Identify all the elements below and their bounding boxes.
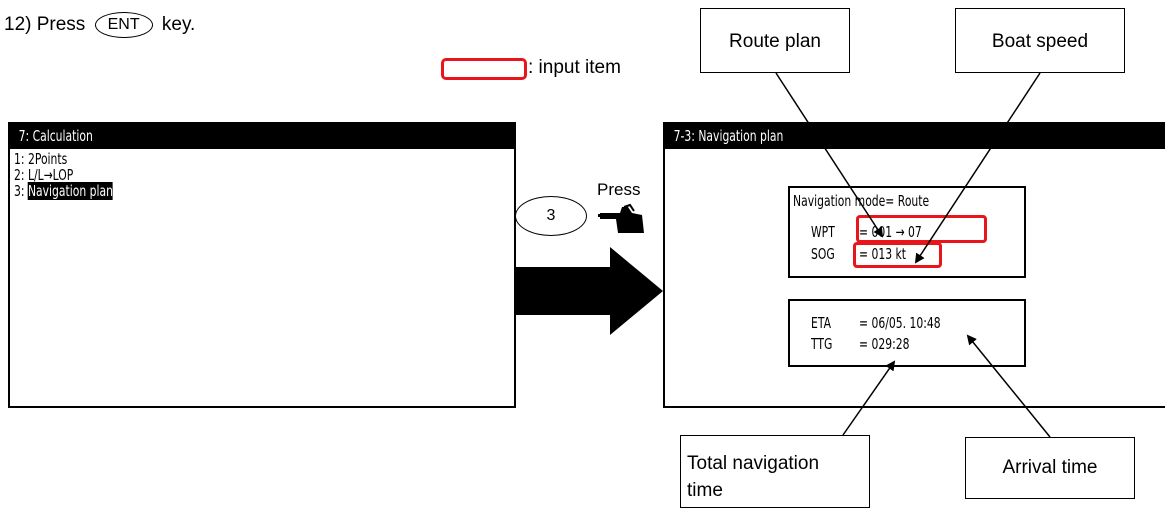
selected-item-label: Navigation plan [27, 182, 113, 200]
calculation-screen: 7: Calculation 1: 2Points 2: L/L→LOP 3: … [8, 122, 516, 408]
input-item-legend-box [441, 58, 527, 80]
boat-speed-leader [914, 72, 1041, 264]
result-box [788, 299, 1026, 367]
key-3-icon: 3 [515, 196, 587, 236]
sog-value[interactable]: = 013 kt [859, 245, 907, 263]
arrival-time-leader [966, 334, 1051, 438]
navigation-mode-line: Navigation mode= Route [793, 192, 930, 210]
step-instruction: 12) Press ENT key. [4, 12, 195, 38]
step-prefix: 12) Press [4, 14, 86, 36]
wpt-input-item [856, 215, 987, 243]
right-arrow-icon [515, 247, 663, 335]
step-suffix: key. [161, 14, 196, 36]
sog-input-item [853, 242, 942, 268]
arrival-time-callout: Arrival time [965, 437, 1135, 499]
menu-item-ll-lop[interactable]: 2: L/L→LOP [14, 166, 74, 184]
route-plan-leader [775, 72, 884, 238]
route-settings-box [788, 186, 1026, 278]
ent-key-icon: ENT [94, 12, 153, 38]
ttg-value: = 029:28 [859, 335, 910, 353]
pointing-hand-icon [598, 203, 644, 233]
total-navigation-time-callout: Total navigation time [680, 435, 870, 508]
eta-value: = 06/05. 10:48 [859, 314, 941, 332]
eta-label: ETA [811, 314, 831, 332]
sog-label: SOG [811, 245, 835, 263]
boat-speed-callout: Boat speed [955, 8, 1125, 73]
total-navigation-time-line2: time [687, 480, 723, 501]
menu-item-2points[interactable]: 1: 2Points [14, 150, 68, 168]
screen-title: 7: Calculation [10, 124, 515, 149]
screen-title: 7-3: Navigation plan [665, 124, 1165, 149]
route-plan-callout: Route plan [700, 8, 850, 73]
press-label: Press [597, 180, 641, 199]
total-nav-time-leader [842, 360, 896, 436]
ttg-label: TTG [811, 335, 833, 353]
menu-item-navigation-plan[interactable]: 3: Navigation plan [14, 182, 113, 200]
total-navigation-time-line1: Total navigation [687, 453, 820, 474]
wpt-label: WPT [811, 223, 835, 241]
input-item-legend-text: : input item [528, 57, 621, 78]
